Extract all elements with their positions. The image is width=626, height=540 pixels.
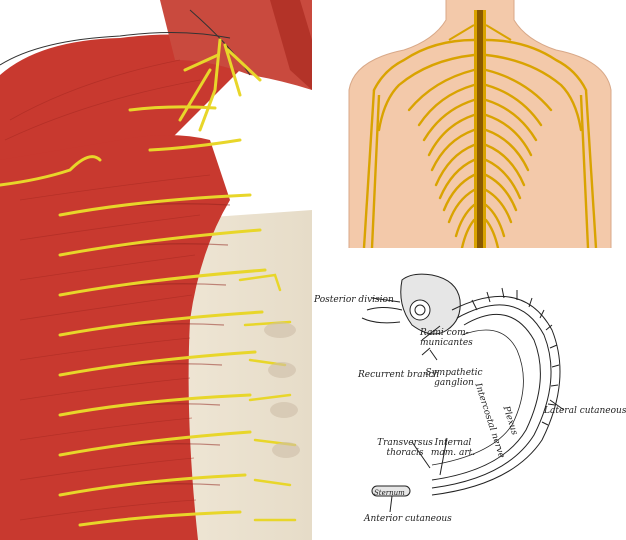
label-sternum: Sternum	[374, 489, 405, 497]
diagram-drawing	[312, 250, 626, 540]
label-lateral-cutaneous: Lateral cutaneous	[544, 406, 626, 416]
back-nerve-drawing	[334, 0, 626, 248]
thoracic-muscle-illustration	[0, 0, 312, 540]
spinal-nerves	[372, 38, 588, 248]
neck-muscle	[160, 0, 312, 90]
label-posterior-division: Posterior division	[314, 295, 394, 305]
label-transversus-thoracis: Transversus thoracis	[377, 438, 433, 458]
sternum-area	[170, 210, 312, 540]
intercostal-nerves	[0, 38, 267, 527]
label-sympathetic-ganglion: Sympathetic ganglion	[425, 368, 483, 388]
label-anterior-cutaneous: Anterior cutaneous	[364, 514, 452, 524]
label-recurrent-branch: Recurrent branch	[358, 370, 440, 380]
back-spinal-nerves-illustration	[334, 0, 626, 248]
label-internal-mam-art: Internal mam. art.	[430, 438, 476, 458]
intercostal-nerve-diagram: Posterior division Rami com-municantes R…	[312, 250, 626, 540]
muscle-nerve-drawing	[0, 0, 312, 540]
label-rami-communicantes: Rami com-municantes	[420, 328, 473, 348]
sternum-shape	[371, 485, 411, 497]
